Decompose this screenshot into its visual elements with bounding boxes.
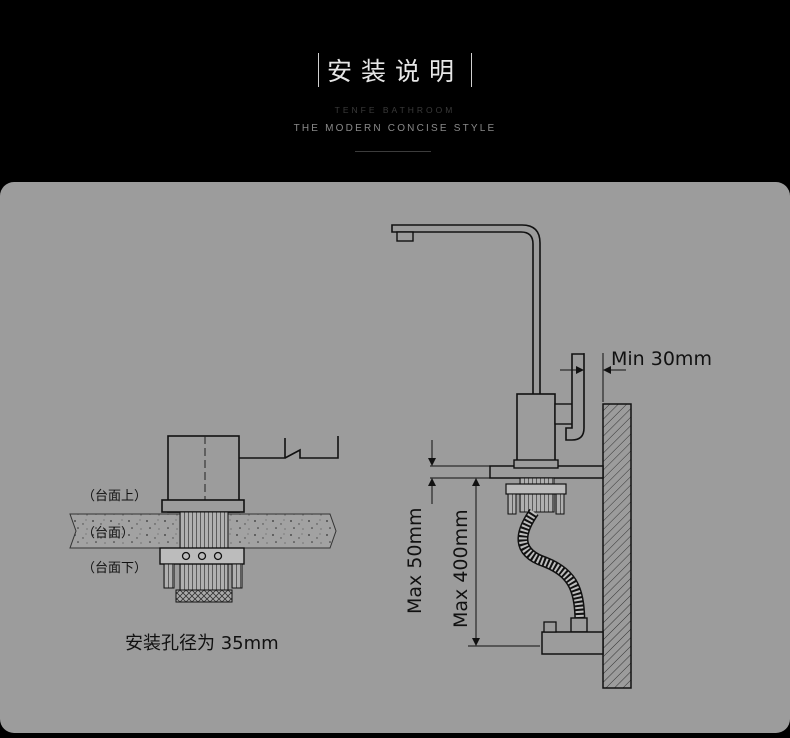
label-below-counter: （台面下） — [82, 561, 148, 576]
hose-length-label: Max 400mm — [450, 509, 472, 628]
counter-thickness-label: Max 50mm — [404, 507, 426, 614]
shank-under — [519, 477, 555, 513]
label-above-counter: （台面上） — [82, 489, 148, 504]
wall — [602, 403, 632, 689]
header-divider — [355, 151, 431, 152]
bolt-right — [231, 563, 243, 589]
hose-stub — [175, 589, 233, 603]
handle-lever — [565, 353, 585, 441]
installation-drawing — [69, 224, 632, 689]
label-counter: （台面） — [82, 526, 135, 541]
valve-nut — [570, 617, 588, 633]
wall-clearance-label: Min 30mm — [611, 348, 712, 370]
mounting-plate — [159, 547, 245, 565]
installation-diagram-panel: （台面上） （台面） （台面下） 安装孔径为 35mm Min 30mm Max… — [0, 182, 790, 733]
hole-diameter-caption: 安装孔径为 35mm — [125, 633, 279, 654]
valve-knob — [543, 621, 557, 633]
lever-outline — [239, 436, 339, 459]
counter-section-detail — [69, 435, 339, 603]
faucet-body — [516, 393, 556, 467]
base-ring — [513, 459, 559, 469]
header: 安装说明 TENFE BATHROOM THE MODERN CONCISE S… — [0, 0, 790, 182]
hose-outline — [517, 508, 586, 628]
base-flange — [161, 499, 245, 513]
angle-valve — [541, 631, 604, 655]
title-bar-left — [317, 53, 319, 87]
brand-subtitle: TENFE BATHROOM — [334, 105, 456, 115]
title-bar-right — [471, 53, 472, 87]
handle-hub — [554, 403, 574, 425]
spout — [391, 224, 541, 397]
slogan-subtitle: THE MODERN CONCISE STYLE — [293, 123, 497, 134]
nut-plate — [505, 483, 567, 495]
page-title: 安装说明 — [0, 52, 790, 88]
aerator — [396, 231, 414, 242]
faucet-side-view — [391, 224, 632, 689]
bolt-left — [163, 563, 175, 589]
